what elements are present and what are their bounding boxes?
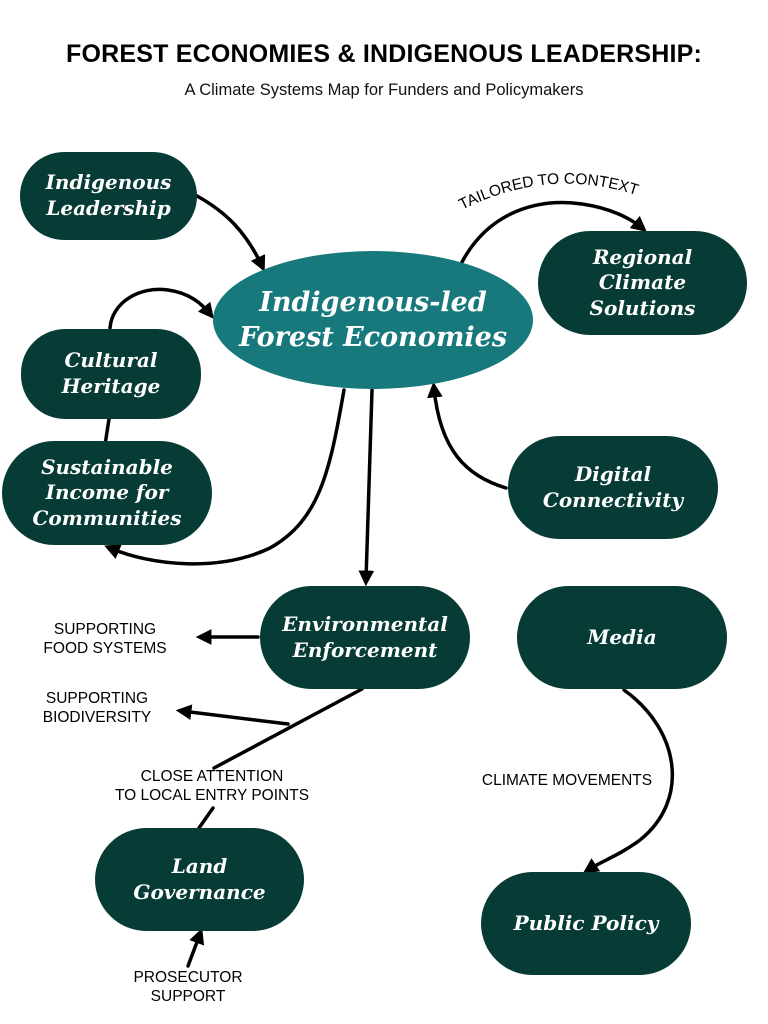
node-label: Public Policy <box>513 910 659 935</box>
edge-center-to-sustainable <box>104 388 346 566</box>
node-label: Indigenous-led Forest Economies <box>238 286 508 353</box>
page-subtitle: A Climate Systems Map for Funders and Po… <box>184 81 584 99</box>
node-cultural-heritage[interactable]: Cultural Heritage <box>21 329 201 419</box>
node-center-forest-economies[interactable]: Indigenous-led Forest Economies <box>213 251 533 389</box>
edge-cultural-to-center <box>108 287 214 330</box>
node-label: Media <box>587 624 657 649</box>
edge-label-biodiversity: SUPPORTING BIODIVERSITY <box>42 690 152 726</box>
edge-label-prosecutor: PROSECUTOR SUPPORT <box>133 969 243 1005</box>
edge-center-to-enforcement <box>358 388 375 587</box>
node-sustainable-income[interactable]: Sustainable Income for Communities <box>2 441 212 545</box>
node-label: Indigenous Leadership <box>45 170 172 220</box>
edge-center-to-regional <box>460 200 647 264</box>
page-title: FOREST ECONOMIES & INDIGENOUS LEADERSHIP… <box>65 40 703 68</box>
node-land-governance[interactable]: Land Governance <box>95 828 304 931</box>
node-public-policy[interactable]: Public Policy <box>481 872 691 975</box>
node-indigenous-leadership[interactable]: Indigenous Leadership <box>20 152 197 240</box>
edge-label-entry-points: CLOSE ATTENTION TO LOCAL ENTRY POINTS <box>114 768 310 804</box>
edge-label-climate-movements: CLIMATE MOVEMENTS <box>481 772 653 789</box>
edge-enforcement-to-land-lower <box>197 806 215 830</box>
edge-to-biodiversity <box>175 704 290 726</box>
node-environmental-enforcement[interactable]: Environmental Enforcement <box>260 586 470 689</box>
node-label: Environmental Enforcement <box>282 611 448 662</box>
node-regional-climate-solutions[interactable]: Regional Climate Solutions <box>538 231 747 335</box>
edge-enforcement-to-land-upper <box>212 687 364 770</box>
node-label: Cultural Heritage <box>61 348 161 398</box>
node-media[interactable]: Media <box>517 586 727 689</box>
edge-prosecutor-to-land <box>186 928 205 968</box>
node-digital-connectivity[interactable]: Digital Connectivity <box>508 436 718 539</box>
edge-label-food-systems: SUPPORTING FOOD SYSTEMS <box>43 621 167 657</box>
edge-cultural-sustainable <box>103 417 111 447</box>
node-label: Regional Climate Solutions <box>589 244 696 320</box>
edge-label-tailored: TAILORED TO CONTEXT <box>456 171 641 214</box>
node-label: Digital Connectivity <box>542 461 684 512</box>
node-label: Land Governance <box>133 853 266 904</box>
edge-digital-to-center <box>427 381 508 490</box>
edge-label-tailored-path: TAILORED TO CONTEXT <box>456 171 641 214</box>
edge-media-to-policy <box>582 688 674 874</box>
edge-leadership-to-center <box>195 194 266 272</box>
node-label: Sustainable Income for Communities <box>32 454 182 530</box>
